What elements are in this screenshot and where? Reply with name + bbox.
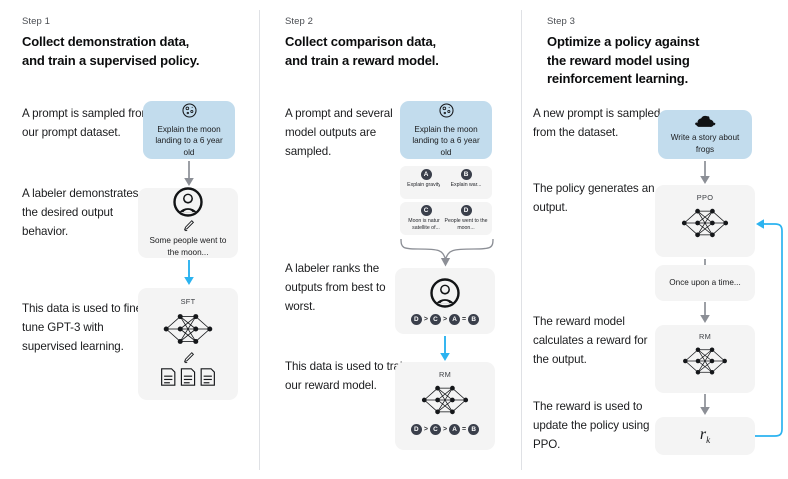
column-divider-2 xyxy=(521,10,522,470)
neural-network-icon xyxy=(679,342,731,380)
step-1-paragraph-2: A labeler demonstrates the desired outpu… xyxy=(22,187,139,238)
step-1-prompt-text: Explain the moon landing to a 6 year old xyxy=(155,124,223,157)
output-badge-a: A xyxy=(420,169,432,180)
reward-value-symbol: rk xyxy=(699,426,711,446)
output-badge-d: D xyxy=(460,205,472,216)
step-1-label: Step 1 xyxy=(22,16,51,27)
output-text-c: Moon is natural satellite of... xyxy=(408,218,444,231)
document-icon xyxy=(160,367,216,387)
step-1-column: Step 1 Collect demonstration data, and t… xyxy=(0,0,263,479)
pencil-icon xyxy=(182,351,195,364)
step-1-prompt-card[interactable]: Explain the moon landing to a 6 year old xyxy=(143,101,235,159)
rank-operator-3: = xyxy=(462,315,467,323)
step-2-output-card-b[interactable]: B Explain war... xyxy=(440,166,492,199)
column-divider-1 xyxy=(259,10,260,470)
step-3-paragraph-4: The reward is used to update the policy … xyxy=(533,400,650,451)
step-3-title-line-3: reinforcement learning. xyxy=(547,71,689,87)
rm-rank-pill-b: B xyxy=(468,424,480,435)
output-text-b: Explain war... xyxy=(450,182,482,188)
step-2-label: Step 2 xyxy=(285,16,314,27)
step-2-arrow-blue xyxy=(438,336,452,362)
rm-rank-pill-d: D xyxy=(410,424,422,435)
step-2-paragraph-2: A labeler ranks the outputs from best to… xyxy=(285,262,386,313)
step-2-reward-model-card[interactable]: RM D > C > xyxy=(395,362,495,450)
step-3-feedback-loop xyxy=(753,205,787,437)
rm-rank-operator-3: = xyxy=(462,426,467,433)
step-2-title: Collect comparison data, and train a rew… xyxy=(285,33,506,70)
step-2-paragraph-1: A prompt and several model outputs are s… xyxy=(285,107,393,158)
step-2-column: Step 2 Collect comparison data, and trai… xyxy=(263,0,526,479)
step-1-sft-label: SFT xyxy=(180,297,196,306)
neural-network-icon xyxy=(160,308,216,350)
step-2-rm-ranking-row: D > C > A = B xyxy=(410,424,480,435)
rank-pill-a: A xyxy=(449,313,461,325)
rm-rank-pill-c: C xyxy=(429,424,441,435)
labeler-avatar-icon xyxy=(430,277,460,308)
step-2-brace-arrow xyxy=(398,237,496,269)
step-1-title: Collect demonstration data, and train a … xyxy=(22,33,243,70)
step-3-rm-label: RM xyxy=(698,332,712,341)
step-3-label: Step 3 xyxy=(547,16,576,27)
step-3-paragraph-3: The reward model calculates a reward for… xyxy=(533,315,648,366)
pencil-icon xyxy=(182,219,195,232)
neural-network-icon xyxy=(418,380,472,420)
step-3-paragraph-2: The policy generates an output. xyxy=(533,182,655,214)
step-2-labeler-card[interactable]: D > C > A = B xyxy=(395,268,495,334)
step-3-reward-model-card[interactable]: RM xyxy=(655,325,755,393)
step-2-paragraph-3: This data is used to train our reward mo… xyxy=(285,360,409,392)
output-text-d: People went to the moon... xyxy=(444,218,488,231)
moon-icon xyxy=(181,102,198,119)
step-3-reward-value-card[interactable]: rk xyxy=(655,417,755,455)
rm-rank-operator-1: > xyxy=(423,426,428,433)
step-1-title-line-1: Collect demonstration data, xyxy=(22,34,190,50)
step-1-paragraph-3: This data is used to fine-tune GPT-3 wit… xyxy=(22,302,146,353)
step-2-prompt-text: Explain the moon landing to a 6 year old xyxy=(412,124,480,157)
step-2-rm-label: RM xyxy=(438,370,452,379)
rank-pill-d: D xyxy=(410,313,422,325)
step-3-prompt-text: Write a story about frogs xyxy=(670,132,740,154)
step-1-labeler-text: Some people went to the moon... xyxy=(149,236,227,257)
output-badge-b: B xyxy=(460,169,472,180)
rank-pill-b: B xyxy=(468,313,480,325)
step-2-prompt-card[interactable]: Explain the moon landing to a 6 year old xyxy=(400,101,492,159)
step-3-arrow-4 xyxy=(698,394,712,416)
step-3-title: Optimize a policy against the reward mod… xyxy=(547,33,768,88)
step-1-title-line-2: and train a supervised policy. xyxy=(22,52,200,68)
rm-rank-pill-a: A xyxy=(449,424,461,435)
step-3-arrow-1 xyxy=(698,161,712,185)
frog-icon xyxy=(694,114,716,129)
rank-pill-c: C xyxy=(429,313,441,325)
step-3-policy-card[interactable]: PPO xyxy=(655,185,755,257)
rank-operator-1: > xyxy=(423,315,428,323)
step-1-labeler-card[interactable]: Some people went to the moon... xyxy=(138,187,238,258)
step-2-title-line-1: Collect comparison data, xyxy=(285,34,436,50)
step-3-output-text: Once upon a time... xyxy=(669,278,741,288)
step-2-output-card-d[interactable]: D People went to the moon... xyxy=(440,202,492,235)
step-1-sft-card[interactable]: SFT xyxy=(138,288,238,400)
step-3-column: Step 3 Optimize a policy against the rew… xyxy=(525,0,788,479)
step-3-arrow-3 xyxy=(698,302,712,324)
moon-icon xyxy=(438,102,455,119)
step-3-title-line-2: the reward model using xyxy=(547,52,690,68)
step-2-ranking-row: D > C > A = B xyxy=(410,313,480,325)
step-2-title-line-2: and train a reward model. xyxy=(285,52,439,68)
rm-rank-operator-2: > xyxy=(442,426,448,433)
step-3-prompt-card[interactable]: Write a story about frogs xyxy=(658,110,752,159)
output-text-a: Explain gravity... xyxy=(407,182,445,188)
rank-operator-2: > xyxy=(442,315,448,323)
labeler-avatar-icon xyxy=(173,187,203,218)
step-3-ppo-label: PPO xyxy=(696,193,714,202)
output-badge-c: C xyxy=(420,205,432,216)
step-3-output-card[interactable]: Once upon a time... xyxy=(655,265,755,301)
step-3-title-line-1: Optimize a policy against xyxy=(547,34,700,50)
neural-network-icon xyxy=(678,203,732,243)
step-1-arrow-1 xyxy=(182,161,196,187)
step-1-paragraph-1: A prompt is sampled from our prompt data… xyxy=(22,107,152,139)
step-3-paragraph-1: A new prompt is sampled from the dataset… xyxy=(533,107,661,139)
step-1-arrow-2 xyxy=(182,260,196,286)
